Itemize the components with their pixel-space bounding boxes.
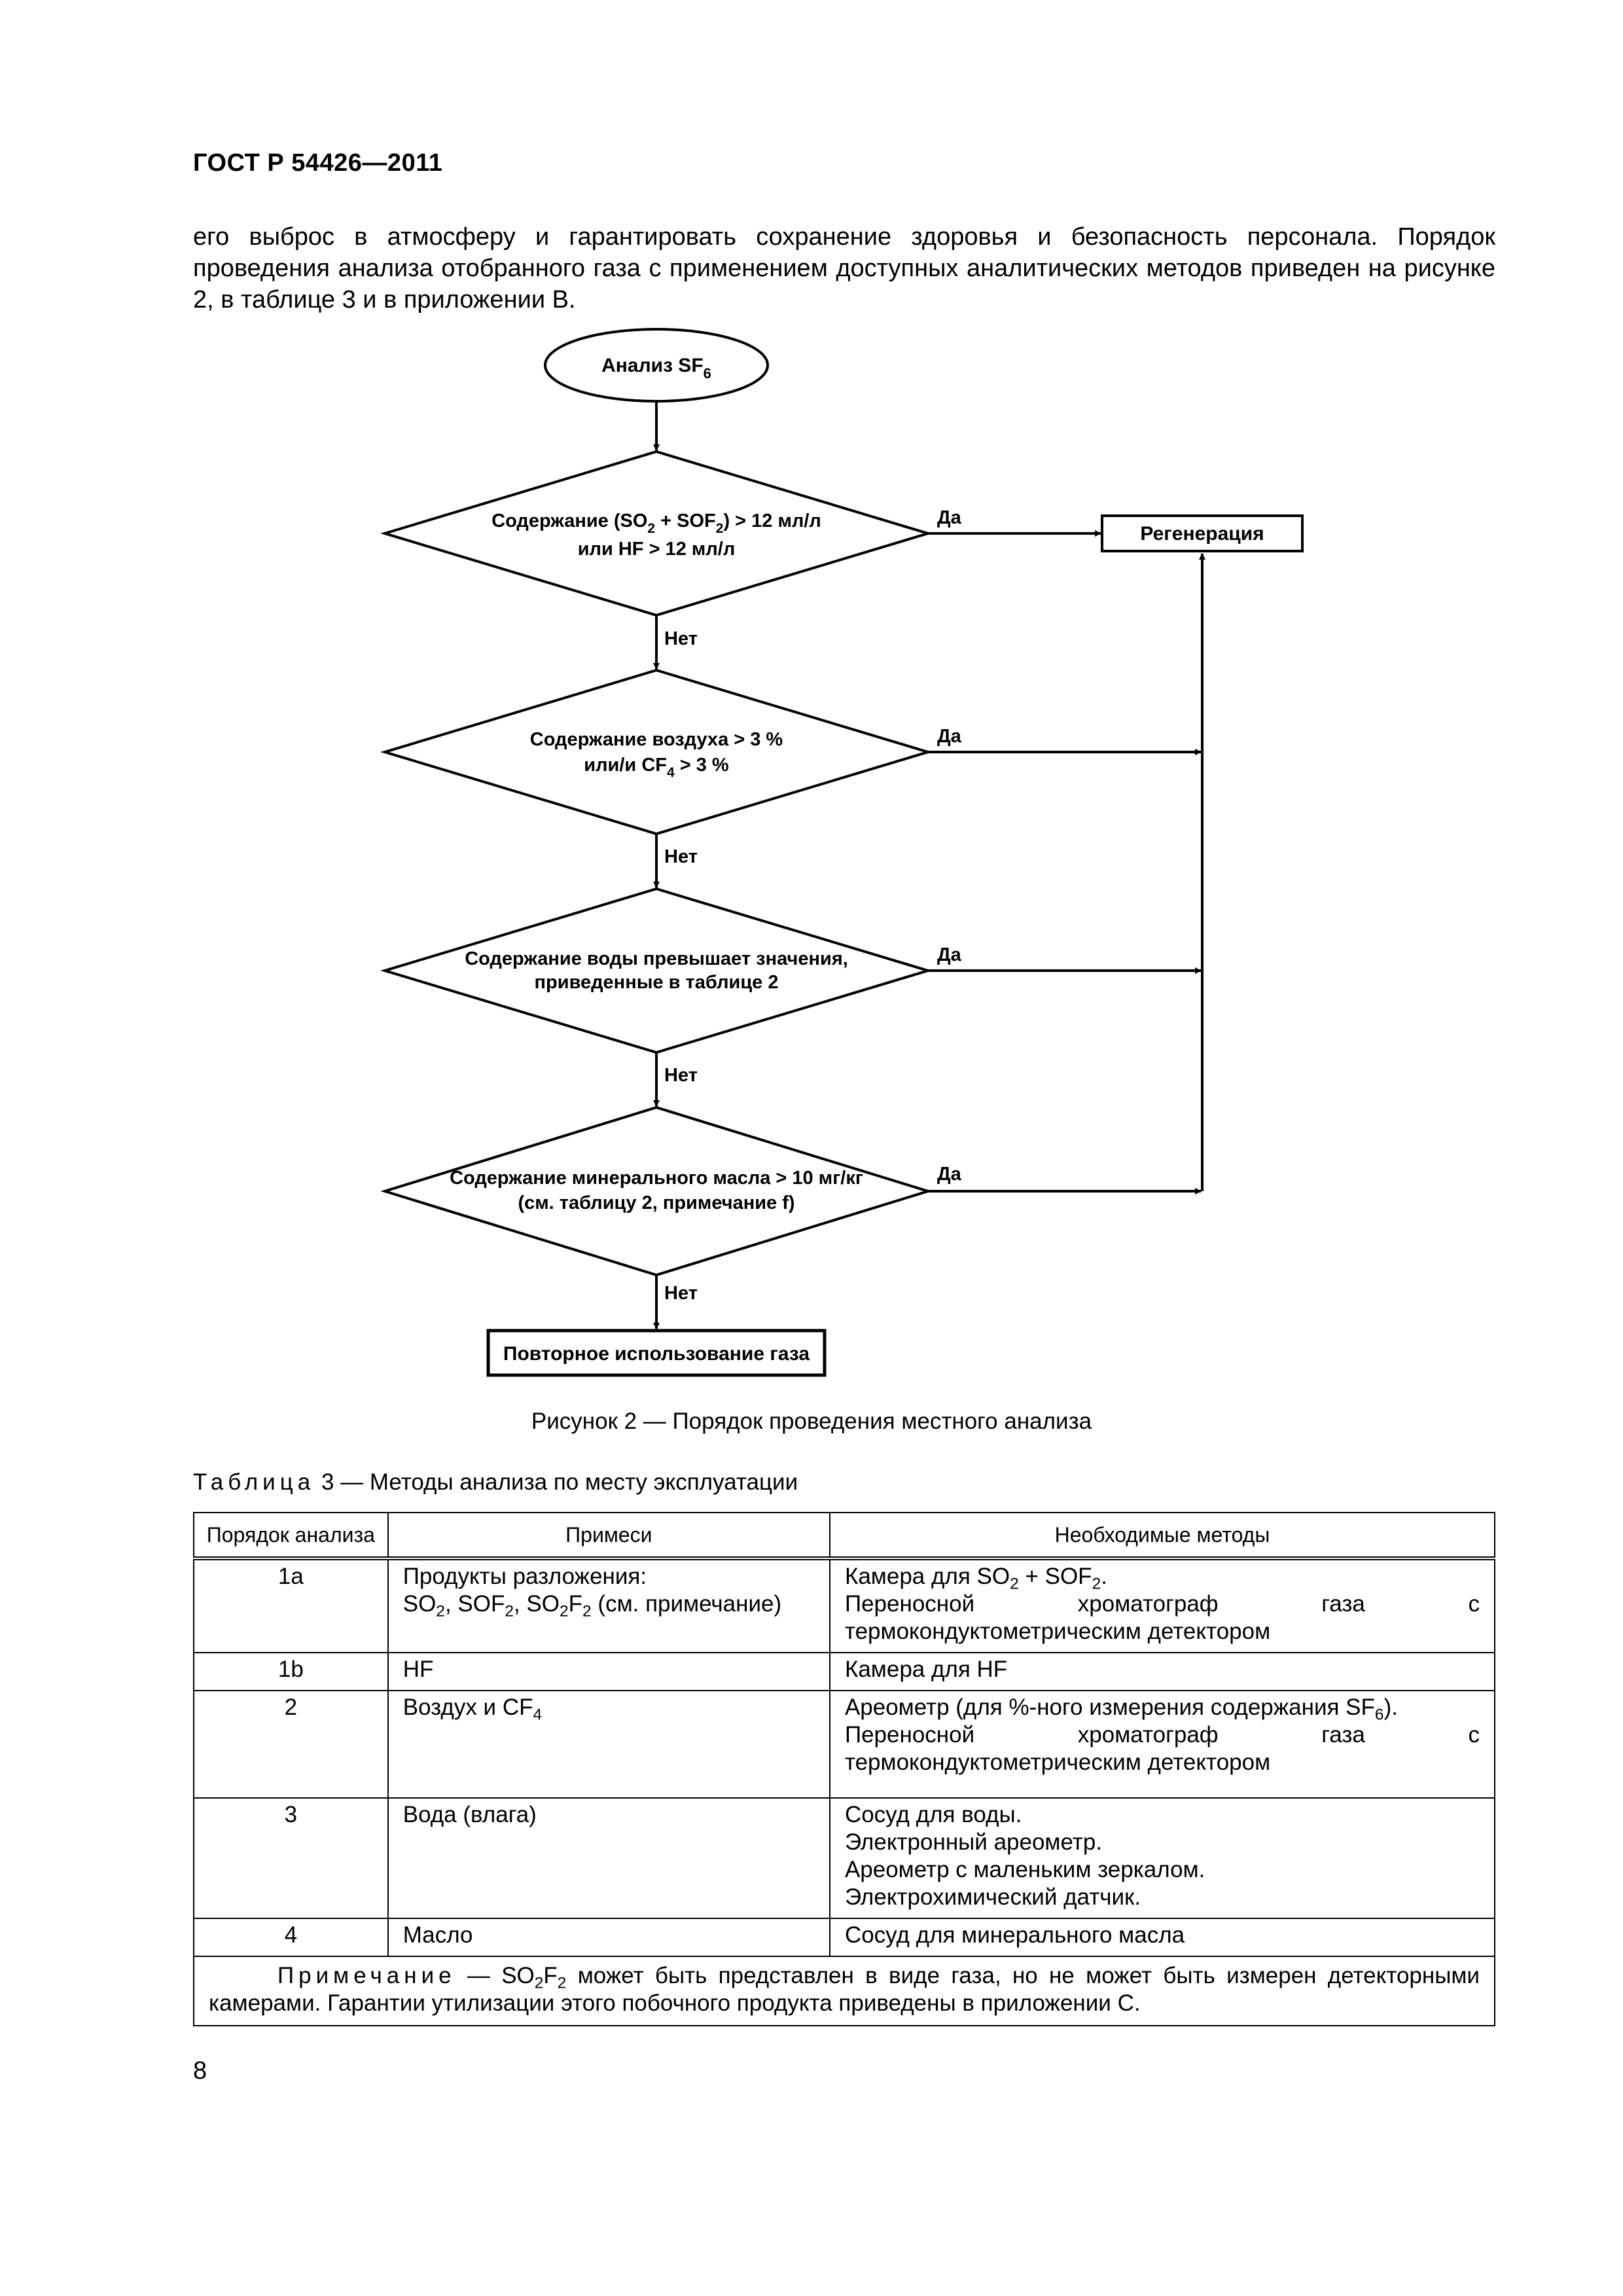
page-number: 8 [193, 2057, 207, 2085]
no-label-2: Нет [664, 846, 698, 867]
column-header-order: Порядок анализа [193, 1512, 389, 1560]
row-methods: Сосуд для минерального масла [829, 1918, 1496, 1957]
table-title-word: Таблица [193, 1469, 315, 1495]
table-title-rest: 3 — Методы анализа по месту эксплуатации [315, 1469, 798, 1495]
row-impurities: HF [387, 1652, 830, 1691]
reuse-label: Повторное использование газа [503, 1343, 810, 1365]
decision-4-line-2: (см. таблицу 2, примечание f) [518, 1193, 794, 1213]
no-label-3: Нет [664, 1065, 698, 1086]
decision-2 [380, 668, 933, 836]
row-methods: Камера для SO2 + SOF2. Переносной хромат… [829, 1558, 1496, 1653]
table-row: 4 Масло Сосуд для минерального масла [193, 1918, 1496, 1957]
decision-1-line-2: или HF > 12 мл/л [578, 539, 736, 560]
yes-label-4: Да [937, 1164, 962, 1185]
decision-4 [380, 1105, 933, 1277]
yes-label-2: Да [937, 726, 962, 747]
table-header-row: Порядок анализа Примеси Необходимые мето… [193, 1512, 1496, 1560]
column-header-methods: Необходимые методы [829, 1512, 1496, 1560]
row-number: 4 [193, 1918, 389, 1957]
figure-caption: Рисунок 2 — Порядок проведения местного … [531, 1408, 1092, 1434]
row-impurities: Вода (влага) [387, 1797, 830, 1919]
table-row: 2 Воздух и CF4 Ареометр (для %-ного изме… [193, 1690, 1496, 1799]
regeneration-box [1101, 514, 1304, 552]
row-impurities: Масло [387, 1918, 830, 1957]
table-note-row: Примечание — SO2F2 может быть представле… [193, 1956, 1495, 2026]
flowchart: Анализ SF6 Содержание (SO2 + SOF2) > 12 … [380, 328, 1304, 1377]
row-impurities: Продукты разложения: SO2, SOF2, SO2F2 (с… [387, 1558, 830, 1653]
table-title: Таблица 3 — Методы анализа по месту эксп… [193, 1469, 798, 1496]
start-node-label: Анализ SF6 [601, 355, 711, 382]
yes-label-1: Да [937, 507, 962, 528]
row-number: 3 [193, 1797, 389, 1919]
decision-2-line-2: или/и CF4 > 3 % [584, 755, 729, 780]
column-header-impurities: Примеси [387, 1512, 830, 1560]
decision-1 [380, 450, 933, 617]
decision-3 [380, 887, 933, 1054]
row-number: 1a [193, 1558, 389, 1653]
row-methods: Камера для HF [829, 1652, 1496, 1691]
row-number: 2 [193, 1690, 389, 1799]
yes-label-3: Да [937, 944, 962, 965]
reuse-box [486, 1329, 827, 1377]
decision-4-line-1: Содержание минерального масла > 10 мг/кг [450, 1168, 863, 1189]
decision-1-line-1: Содержание (SO2 + SOF2) > 12 мл/л [491, 511, 821, 536]
table-row: 3 Вода (влага) Сосуд для воды. Электронн… [193, 1797, 1496, 1919]
row-number: 1b [193, 1652, 389, 1691]
regeneration-label: Регенерация [1140, 523, 1264, 545]
methods-table: Порядок анализа Примеси Необходимые мето… [193, 1512, 1496, 2026]
intro-paragraph: его выброс в атмосферу и гарантировать с… [193, 223, 1495, 314]
table-row: 1b HF Камера для HF [193, 1652, 1496, 1691]
table-row: 1a Продукты разложения: SO2, SOF2, SO2F2… [193, 1558, 1496, 1653]
row-impurities: Воздух и CF4 [387, 1690, 830, 1799]
decision-2-line-1: Содержание воздуха > 3 % [530, 729, 783, 750]
row-methods: Сосуд для воды. Электронный ареометр. Ар… [829, 1797, 1496, 1919]
no-label-1: Нет [664, 628, 698, 649]
decision-3-line-1: Содержание воды превышает значения, [465, 948, 848, 969]
decision-3-line-2: приведенные в таблице 2 [535, 972, 779, 993]
note-label: Примечание [277, 1963, 456, 1988]
no-label-4: Нет [664, 1283, 698, 1304]
document-code: ГОСТ Р 54426—2011 [193, 149, 443, 177]
table-note: Примечание — SO2F2 может быть представле… [193, 1956, 1495, 2026]
row-methods: Ареометр (для %-ного измерения содержани… [829, 1690, 1496, 1799]
